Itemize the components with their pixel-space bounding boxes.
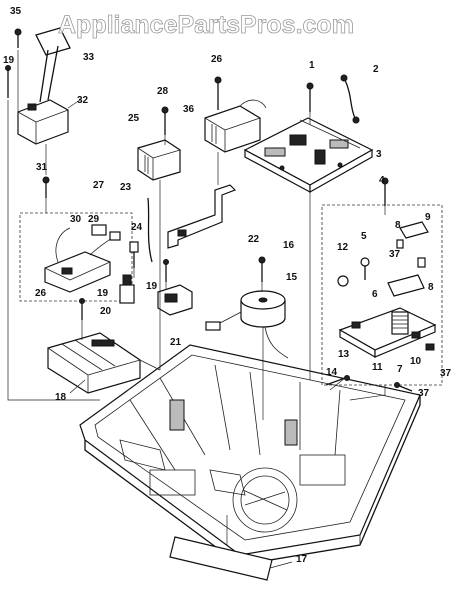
callout-22: 22 bbox=[248, 234, 260, 245]
part-15-motor bbox=[205, 290, 289, 359]
part-2-wire bbox=[340, 74, 360, 124]
callout-20: 20 bbox=[100, 306, 112, 317]
callout-18: 18 bbox=[55, 392, 67, 403]
callout-11: 11 bbox=[372, 362, 383, 373]
callout-37a: 37 bbox=[389, 249, 401, 260]
callout-9: 9 bbox=[425, 212, 431, 223]
callout-26b: 26 bbox=[35, 288, 47, 299]
leader-lines bbox=[7, 50, 386, 420]
callout-23: 23 bbox=[120, 182, 132, 193]
part-4-screw bbox=[381, 177, 389, 206]
part-1-screw bbox=[306, 82, 314, 112]
callout-19b: 19 bbox=[97, 288, 109, 299]
part-12-knob bbox=[337, 275, 349, 287]
part-6-coil bbox=[391, 311, 409, 335]
callout-13: 13 bbox=[338, 349, 350, 360]
part-37-strip bbox=[387, 274, 425, 297]
callout-32: 32 bbox=[77, 95, 89, 106]
part-29-switch bbox=[91, 224, 121, 241]
part-11-board bbox=[338, 307, 437, 359]
callout-21: 21 bbox=[170, 337, 182, 348]
callout-27: 27 bbox=[93, 180, 105, 191]
part-36-transformer bbox=[204, 99, 267, 153]
part-19-screw-right bbox=[163, 259, 169, 282]
callout-numbers: 1 2 3 4 5 6 7 8 8 9 10 11 12 13 14 15 16… bbox=[3, 6, 452, 565]
callout-30: 30 bbox=[70, 214, 82, 225]
part-10-component bbox=[411, 331, 435, 351]
part-14-screw bbox=[325, 375, 350, 386]
part-8-fuse-clip bbox=[396, 239, 426, 268]
part-26-screw bbox=[214, 76, 222, 110]
callout-4: 4 bbox=[379, 175, 385, 186]
part-33-clip bbox=[35, 27, 71, 103]
part-19-screw-mid bbox=[79, 298, 85, 320]
callout-1: 1 bbox=[309, 60, 315, 71]
watermark: AppliancePartsPros.com bbox=[58, 11, 354, 39]
part-37-screw-bottom bbox=[394, 382, 413, 392]
part-16-screw bbox=[258, 256, 266, 282]
part-3-control-board bbox=[243, 117, 374, 194]
callout-35: 35 bbox=[10, 6, 22, 17]
callout-19c: 19 bbox=[146, 281, 158, 292]
base-tray bbox=[79, 344, 421, 566]
part-25-transformer bbox=[137, 139, 181, 181]
callout-10: 10 bbox=[410, 356, 422, 367]
callout-37b: 37 bbox=[440, 368, 452, 379]
callout-24: 24 bbox=[131, 222, 143, 233]
part-23-wire bbox=[147, 197, 153, 263]
callout-8b: 8 bbox=[428, 282, 434, 293]
part-28-screw bbox=[161, 106, 169, 135]
callout-29: 29 bbox=[88, 214, 100, 225]
part-35-screw bbox=[14, 28, 22, 48]
callout-6: 6 bbox=[372, 289, 378, 300]
callout-15: 15 bbox=[286, 272, 298, 283]
group-27-outline bbox=[19, 212, 133, 302]
group-4-outline bbox=[321, 204, 443, 386]
callout-2: 2 bbox=[373, 64, 379, 75]
part-31-screw bbox=[42, 176, 50, 198]
callout-5: 5 bbox=[361, 231, 367, 242]
callout-8a: 8 bbox=[395, 220, 401, 231]
callout-36: 36 bbox=[183, 104, 195, 115]
part-19-screw-top bbox=[5, 65, 11, 98]
part-32-relay bbox=[17, 99, 81, 145]
part-21-block bbox=[157, 284, 193, 316]
callout-16: 16 bbox=[283, 240, 295, 251]
callout-33: 33 bbox=[83, 52, 95, 63]
part-22-bracket bbox=[167, 184, 237, 249]
callout-26: 26 bbox=[211, 54, 223, 65]
callout-37c: 37 bbox=[418, 388, 430, 399]
part-17-label-plate bbox=[169, 515, 293, 581]
callout-19a: 19 bbox=[3, 55, 15, 66]
part-26-bracket bbox=[44, 227, 121, 293]
part-18-bracket bbox=[47, 332, 141, 394]
callout-28: 28 bbox=[157, 86, 169, 97]
callout-14: 14 bbox=[326, 367, 338, 378]
callout-17: 17 bbox=[296, 554, 308, 565]
callout-31: 31 bbox=[36, 162, 48, 173]
callout-3: 3 bbox=[376, 149, 382, 160]
callout-7: 7 bbox=[397, 364, 403, 375]
callout-12: 12 bbox=[337, 242, 349, 253]
part-9-plug bbox=[399, 221, 429, 239]
part-5-capacitor bbox=[360, 257, 370, 280]
part-24-connector bbox=[129, 241, 139, 268]
part-20-switch bbox=[119, 274, 135, 304]
callout-25: 25 bbox=[128, 113, 140, 124]
